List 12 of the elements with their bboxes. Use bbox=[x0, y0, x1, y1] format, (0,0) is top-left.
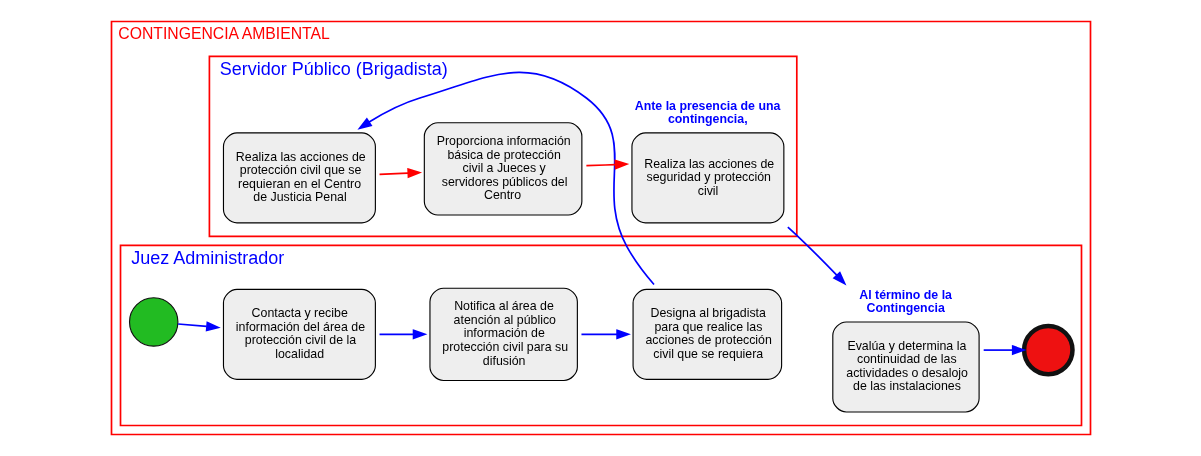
arrow bbox=[356, 71, 655, 286]
node-label: Ante la presencia de una contingencia, bbox=[634, 99, 780, 126]
arrow bbox=[580, 329, 631, 340]
arrow bbox=[786, 226, 846, 286]
arrow bbox=[378, 329, 427, 340]
arrow bbox=[585, 159, 629, 170]
node-circle bbox=[1021, 323, 1075, 377]
arrow bbox=[176, 321, 221, 332]
node-label: Al término de la Contingencia bbox=[858, 288, 952, 315]
arrow bbox=[378, 168, 422, 179]
node-circle bbox=[128, 297, 178, 347]
arrow bbox=[982, 344, 1027, 356]
